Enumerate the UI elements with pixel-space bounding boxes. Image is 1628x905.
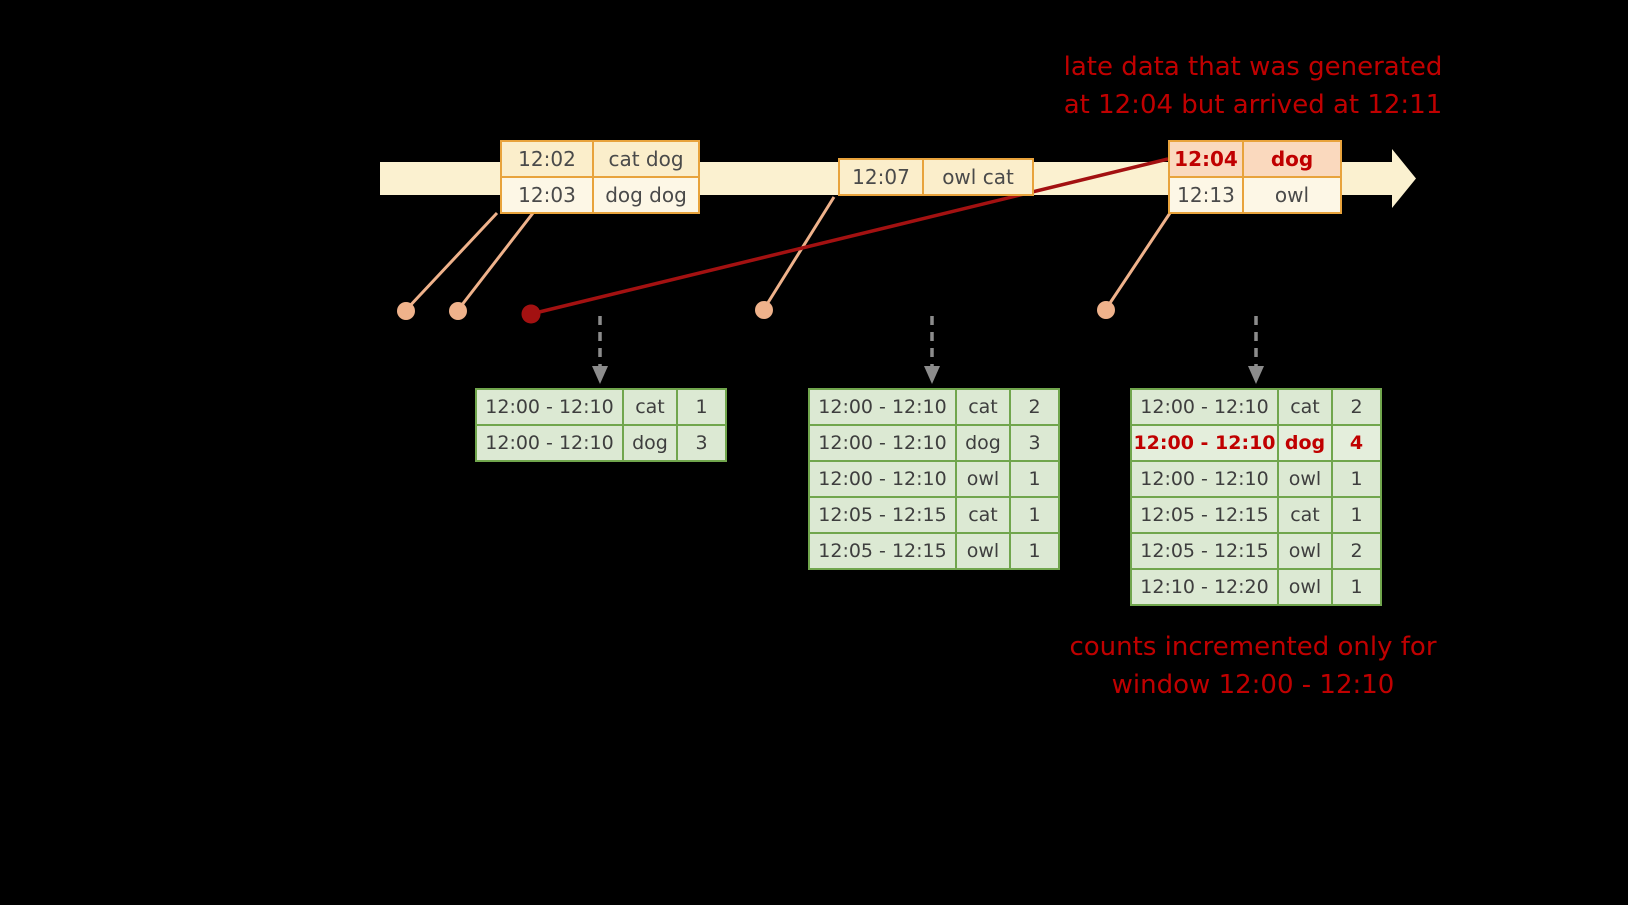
dashed-down-arrow-icon — [592, 316, 608, 384]
result-count-cell: 1 — [1011, 462, 1058, 496]
event-time-cell: 12:04 — [1170, 142, 1242, 176]
result-window-cell: 12:00 - 12:10 — [477, 390, 622, 424]
result-word-cell: owl — [1279, 534, 1331, 568]
late-data-annotation: late data that was generated at 12:04 bu… — [1013, 48, 1493, 124]
result-window-cell: 12:05 - 12:15 — [810, 534, 955, 568]
result-word-cell: cat — [957, 498, 1009, 532]
late-data-path-line — [530, 157, 1169, 316]
result-window-cell: 12:05 - 12:15 — [1132, 498, 1277, 532]
counts-incremented-annotation: counts incremented only for window 12:00… — [1013, 628, 1493, 704]
result-word-cell: owl — [957, 534, 1009, 568]
event-words-cell: dog dog — [594, 178, 698, 212]
trigger-down-arrows — [592, 316, 1264, 384]
result-count-cell: 1 — [1333, 462, 1380, 496]
result-window-cell: 12:00 - 12:10 — [1132, 390, 1277, 424]
result-count-cell: 2 — [1333, 390, 1380, 424]
result-word-cell: cat — [1279, 390, 1331, 424]
trigger-dot — [449, 302, 467, 320]
result-count-cell: 1 — [1333, 498, 1380, 532]
dashed-down-arrow-icon — [924, 316, 940, 384]
event-words-cell: dog — [1244, 142, 1340, 176]
result-window-cell: 12:00 - 12:10 — [810, 390, 955, 424]
result-word-cell: cat — [1279, 498, 1331, 532]
event-time-cell: 12:03 — [502, 178, 592, 212]
result-word-cell: cat — [624, 390, 676, 424]
event-time-cell: 12:13 — [1170, 178, 1242, 212]
dashed-down-arrow-icon — [1248, 316, 1264, 384]
result-window-cell: 12:00 - 12:10 — [810, 462, 955, 496]
counts-incremented-annotation-line1: counts incremented only for — [1069, 632, 1437, 662]
result-word-cell: owl — [1279, 462, 1331, 496]
result-count-cell: 1 — [1011, 534, 1058, 568]
trigger-connector-lines — [404, 196, 1172, 312]
result-word-cell: dog — [624, 426, 676, 460]
result-count-cell: 1 — [1333, 570, 1380, 604]
trigger-dot — [1097, 301, 1115, 319]
result-window-cell: 12:10 - 12:20 — [1132, 570, 1277, 604]
late-data-dot — [521, 304, 541, 324]
result-window-cell: 12:05 - 12:15 — [810, 498, 955, 532]
event-time-cell: 12:07 — [840, 160, 922, 194]
result-count-cell: 1 — [1011, 498, 1058, 532]
counts-incremented-annotation-line2: window 12:00 - 12:10 — [1111, 670, 1395, 700]
event-words-cell: cat dog — [594, 142, 698, 176]
result-count-cell: 4 — [1333, 426, 1380, 460]
trigger-dots — [397, 301, 1115, 320]
result-count-cell: 3 — [1011, 426, 1058, 460]
result-window-cell: 12:05 - 12:15 — [1132, 534, 1277, 568]
result-count-cell: 2 — [1333, 534, 1380, 568]
event-time-cell: 12:02 — [502, 142, 592, 176]
late-data-annotation-line2: at 12:04 but arrived at 12:11 — [1063, 90, 1443, 120]
result-window-cell: 12:00 - 12:10 — [810, 426, 955, 460]
result-word-cell: dog — [1279, 426, 1331, 460]
result-window-cell: 12:00 - 12:10 — [1132, 426, 1277, 460]
result-window-cell: 12:00 - 12:10 — [477, 426, 622, 460]
result-word-cell: owl — [1279, 570, 1331, 604]
result-word-cell: cat — [957, 390, 1009, 424]
result-count-cell: 1 — [678, 390, 725, 424]
result-word-cell: owl — [957, 462, 1009, 496]
event-words-cell: owl — [1244, 178, 1340, 212]
event-words-cell: owl cat — [924, 160, 1032, 194]
trigger-dot — [755, 301, 773, 319]
result-count-cell: 3 — [678, 426, 725, 460]
trigger-dot — [397, 302, 415, 320]
result-word-cell: dog — [957, 426, 1009, 460]
result-window-cell: 12:00 - 12:10 — [1132, 462, 1277, 496]
result-count-cell: 2 — [1011, 390, 1058, 424]
late-data-annotation-line1: late data that was generated — [1063, 52, 1443, 82]
